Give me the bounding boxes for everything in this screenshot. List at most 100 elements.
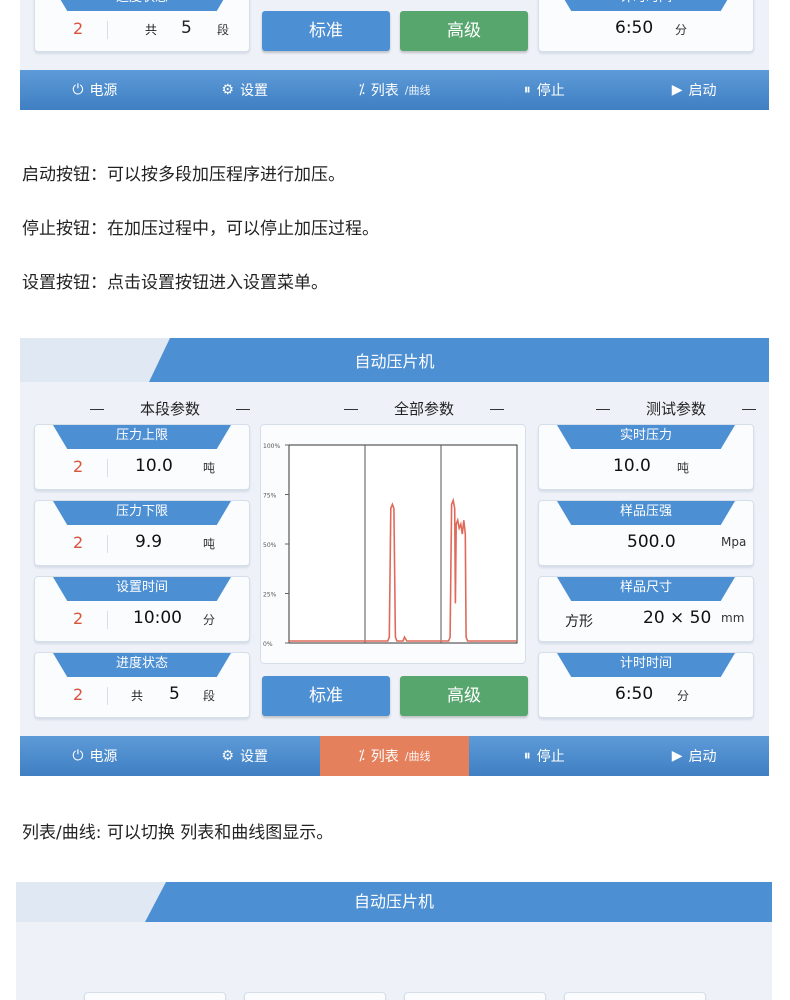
power-label: 电源 xyxy=(89,83,118,99)
total-prefix: 共 xyxy=(131,689,144,703)
unit: 吨 xyxy=(677,461,690,475)
timer-unit: 分 xyxy=(675,23,688,37)
power-button[interactable]: ⏻ 电源 xyxy=(20,70,170,110)
y-tick-label: 50% xyxy=(263,542,277,549)
standard-button[interactable]: 标准 xyxy=(262,676,390,716)
card-tab: 计时时间 xyxy=(557,653,735,677)
list-label: 列表 xyxy=(370,83,399,99)
separator xyxy=(107,687,108,705)
list-label: 列表 xyxy=(370,749,399,765)
stop-description: 停止按钮：在加压过程中，可以停止加压过程。 xyxy=(22,219,379,239)
list-curve-button[interactable]: ⁒ 列表/曲线 xyxy=(320,70,470,110)
pressure-upper-value: 10.0 xyxy=(135,456,173,476)
separator xyxy=(107,459,108,477)
total-prefix: 共 xyxy=(145,23,158,37)
title-bar: 自动压片机 xyxy=(16,882,772,922)
list-curve-description: 列表/曲线: 可以切换 列表和曲线图显示。 xyxy=(22,823,334,843)
plot-area xyxy=(288,444,518,644)
start-button[interactable]: ▶ 启动 xyxy=(619,736,769,776)
curve-label: /曲线 xyxy=(404,84,431,97)
settings-button[interactable]: ⚙ 设置 xyxy=(170,736,320,776)
progress-card: 进度状态 2 共 5 段 xyxy=(34,0,250,52)
total-segments: 5 xyxy=(169,684,180,704)
top-navbar: ⏻ 电源 ⚙ 设置 ⁒ 列表/曲线 ⏸停止 ▶ 启动 xyxy=(20,70,769,110)
gear-icon: ⚙ xyxy=(221,82,234,98)
title-bar: 自动压片机 xyxy=(20,338,769,382)
start-label: 启动 xyxy=(688,749,717,765)
list-card-1 xyxy=(84,992,226,1000)
settings-description: 设置按钮：点击设置按钮进入设置菜单。 xyxy=(22,273,328,293)
unit: 吨 xyxy=(203,461,216,475)
unit: 分 xyxy=(203,613,216,627)
card-row: 6:50 分 xyxy=(539,683,753,709)
realtime-pressure-value: 10.0 xyxy=(613,456,651,476)
card-tab: 压力下限 xyxy=(53,501,231,525)
pressure-series-line xyxy=(289,497,517,642)
y-tick-label: 100% xyxy=(263,443,280,450)
timer-value: 6:50 xyxy=(615,684,654,704)
play-icon: ▶ xyxy=(671,82,683,98)
stop-label: 停止 xyxy=(536,83,565,99)
unit: 吨 xyxy=(203,537,216,551)
y-tick-label: 25% xyxy=(263,592,277,599)
gear-icon: ⚙ xyxy=(221,748,234,764)
chart-icon: ⁒ xyxy=(358,82,365,98)
advanced-button[interactable]: 高级 xyxy=(400,676,528,716)
settings-label: 设置 xyxy=(239,83,268,99)
card-row: 10.0 吨 xyxy=(539,455,753,481)
list-card-4 xyxy=(564,992,706,1000)
play-icon: ▶ xyxy=(671,748,683,764)
pressure-upper-card: 压力上限 2 10.0 吨 xyxy=(34,424,250,490)
unit: mm xyxy=(721,611,745,625)
pressure-chart-card: 100%75%50%25%0% xyxy=(260,424,526,664)
list-curve-button[interactable]: ⁒列表/曲线 xyxy=(319,736,470,776)
progress-card-tab: 进度状态 xyxy=(53,0,231,11)
app-title: 自动压片机 xyxy=(354,352,435,371)
top-panel: 进度状态 2 共 5 段 标准 高级 计时时间 6:50 分 ⏻ 电源 ⚙ 设置 ⁒… xyxy=(20,0,769,110)
start-button[interactable]: ▶ 启动 xyxy=(619,70,769,110)
start-description: 启动按钮：可以按多段加压程序进行加压。 xyxy=(22,165,345,185)
card-row: 2 10:00 分 xyxy=(35,607,249,633)
section-test: 测试参数 xyxy=(560,398,750,419)
unit: 分 xyxy=(677,689,690,703)
card-row: 2 9.9 吨 xyxy=(35,531,249,557)
timer-row: 6:50 分 xyxy=(539,17,753,43)
stop-label: 停止 xyxy=(536,749,565,765)
power-icon: ⏻ xyxy=(72,748,84,764)
list-card-3 xyxy=(404,992,546,1000)
segment-number: 2 xyxy=(73,609,84,628)
settings-button[interactable]: ⚙ 设置 xyxy=(170,70,320,110)
sample-size-value: 20 × 50 xyxy=(643,608,712,628)
power-button[interactable]: ⏻电源 xyxy=(20,736,170,776)
stop-button[interactable]: ⏸停止 xyxy=(469,70,619,110)
sample-size-card: 样品尺寸 方形 20 × 50 mm xyxy=(538,576,754,642)
card-row: 方形 20 × 50 mm xyxy=(539,607,753,633)
start-label: 启动 xyxy=(688,83,717,99)
segment-unit: 段 xyxy=(217,23,230,37)
timer-card-tab: 计时时间 xyxy=(557,0,735,11)
power-icon: ⏻ xyxy=(72,82,84,98)
main-navbar: ⏻电源 ⚙设置 ⁒列表/曲线 ⏸停止 ▶启动 xyxy=(20,736,769,776)
sample-pressure-value: 500.0 xyxy=(627,532,676,552)
separator xyxy=(107,535,108,553)
unit: Mpa xyxy=(721,535,747,549)
pressure-lower-value: 9.9 xyxy=(135,532,163,552)
settings-label: 设置 xyxy=(239,749,268,765)
y-tick-label: 75% xyxy=(263,493,277,500)
section-current: 本段参数 xyxy=(54,398,244,419)
realtime-pressure-card: 实时压力 10.0 吨 xyxy=(538,424,754,490)
card-tab: 样品压强 xyxy=(557,501,735,525)
standard-button[interactable]: 标准 xyxy=(262,11,390,51)
card-row: 2 10.0 吨 xyxy=(35,455,249,481)
separator xyxy=(107,611,108,629)
timer-card: 计时时间 6:50 分 xyxy=(538,0,754,52)
stop-button[interactable]: ⏸停止 xyxy=(469,736,619,776)
chart-icon: ⁒ xyxy=(358,748,365,764)
timer-value: 6:50 xyxy=(615,18,654,38)
title-notch xyxy=(20,338,170,382)
set-time-card: 设置时间 2 10:00 分 xyxy=(34,576,250,642)
list-card-2 xyxy=(244,992,386,1000)
current-segment: 2 xyxy=(73,19,84,38)
advanced-button[interactable]: 高级 xyxy=(400,11,528,51)
sample-pressure-card: 样品压强 500.0 Mpa xyxy=(538,500,754,566)
